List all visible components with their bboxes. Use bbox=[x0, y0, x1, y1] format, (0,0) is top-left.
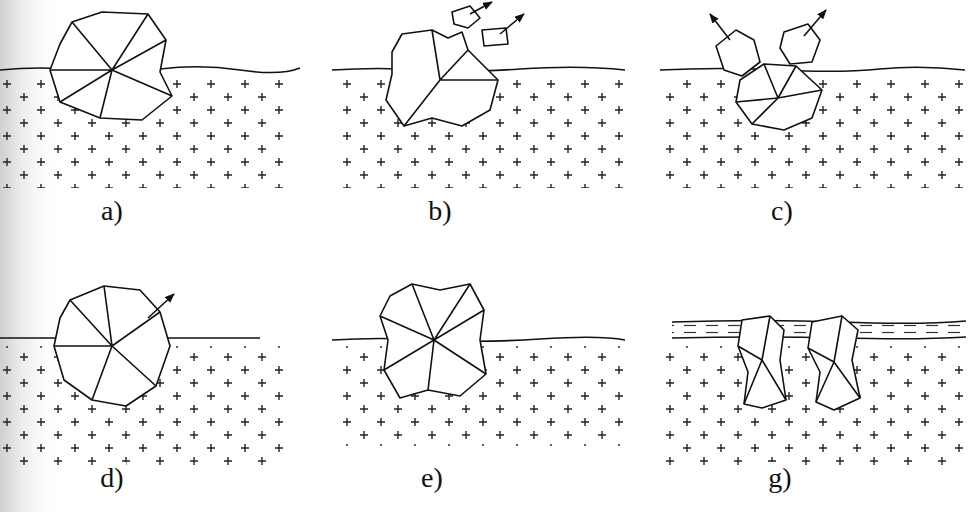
panel-label: g) bbox=[765, 462, 794, 494]
panel-label: b) bbox=[425, 195, 454, 227]
panel-label: c) bbox=[768, 195, 796, 227]
panel-label: e) bbox=[418, 462, 446, 494]
panel-label: a) bbox=[98, 195, 126, 227]
panel-label: d) bbox=[97, 462, 126, 494]
